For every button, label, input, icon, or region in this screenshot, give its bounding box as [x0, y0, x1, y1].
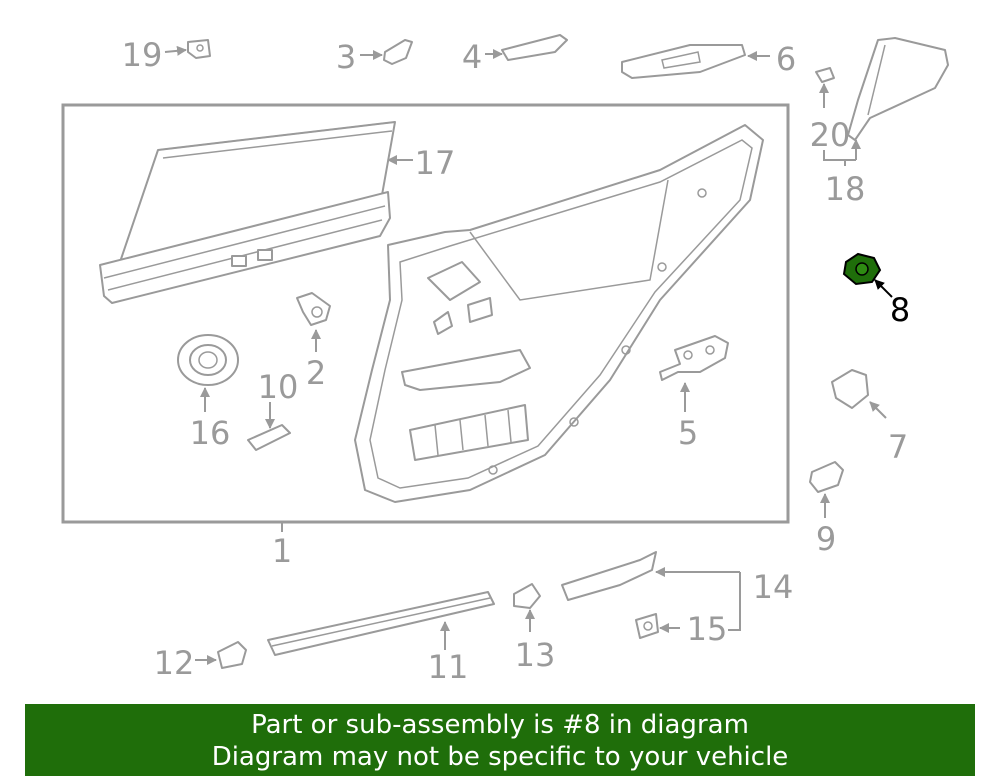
- clip-part-20: [815, 67, 835, 83]
- switch-panel-part-6: [621, 44, 746, 79]
- banner-line-1: Part or sub-assembly is #8 in diagram: [251, 710, 749, 740]
- callout-18: 18: [825, 170, 866, 208]
- info-banner: Part or sub-assembly is #8 in diagram Di…: [25, 704, 975, 776]
- door-trim-panel: [354, 124, 764, 503]
- callout-19: 19: [122, 36, 163, 74]
- moulding-part-11: [267, 591, 495, 656]
- callout-4: 4: [462, 38, 482, 76]
- handle-bezel-part-5: [659, 335, 729, 381]
- callout-17: 17: [415, 144, 456, 182]
- clip-part-9: [809, 461, 844, 493]
- clip-part-2: [296, 292, 331, 326]
- clip-part-7: [831, 369, 869, 409]
- garnish-part-14: [561, 551, 657, 601]
- callout-6: 6: [776, 40, 796, 78]
- bracket-part-3: [383, 39, 413, 65]
- clip-part-8-highlighted: [842, 252, 882, 286]
- pillar-garnish-part-18: [847, 37, 949, 141]
- pad-part-10: [247, 424, 291, 451]
- callout-12: 12: [154, 644, 195, 682]
- callout-8-highlighted: 8: [890, 291, 910, 329]
- callout-11: 11: [428, 648, 469, 686]
- garnish-part-4: [501, 34, 568, 61]
- speaker-part-16: [177, 334, 239, 386]
- callout-15: 15: [687, 610, 728, 648]
- callout-2: 2: [306, 354, 326, 392]
- callout-7: 7: [888, 428, 908, 466]
- callout-20: 20: [810, 116, 851, 154]
- sunshade-part-17: [99, 121, 396, 304]
- callout-1: 1: [272, 532, 292, 570]
- callout-10: 10: [258, 368, 299, 406]
- clip-part-19: [187, 39, 211, 59]
- callout-14: 14: [753, 568, 794, 606]
- clip-part-12: [217, 641, 247, 669]
- callout-3: 3: [336, 38, 356, 76]
- callout-13: 13: [515, 636, 556, 674]
- callout-16: 16: [190, 414, 231, 452]
- callout-9: 9: [816, 520, 836, 558]
- clip-part-13: [513, 583, 541, 609]
- callout-5: 5: [678, 414, 698, 452]
- banner-line-2: Diagram may not be specific to your vehi…: [211, 742, 789, 772]
- clip-part-15: [635, 613, 659, 639]
